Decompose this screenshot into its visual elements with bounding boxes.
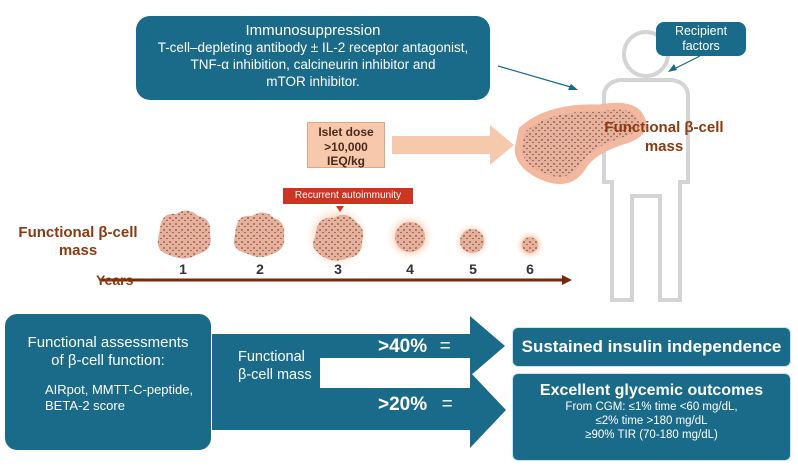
threshold-value: >40% <box>378 336 428 357</box>
outcome-arrow-upper <box>212 316 505 376</box>
functional-mass-right-label: Functional β-cell mass <box>594 118 734 156</box>
recipient-arrow <box>671 55 701 71</box>
islet-dose-arrow <box>392 125 514 165</box>
recipient-factors-line: Recipient <box>674 24 728 38</box>
year-label: 2 <box>256 261 264 277</box>
functional-mass-right-line: mass <box>644 138 684 155</box>
islet-dose-line: IEQ/kg <box>326 154 365 168</box>
human-silhouette-icon <box>602 30 690 302</box>
year-label: 6 <box>526 261 534 277</box>
years-label: Years <box>96 272 134 288</box>
immuno-arrow <box>497 65 575 89</box>
recipient-factors-line: factors <box>682 39 720 53</box>
threshold-equals: = <box>441 394 453 415</box>
islet-cluster-3-inflamed <box>303 203 371 271</box>
islet-cluster-1 <box>157 210 211 259</box>
islet-cluster-5 <box>453 222 491 260</box>
outcome-glycemic-box: Excellent glycemic outcomes From CGM: ≤1… <box>512 373 791 461</box>
assessments-heading: Functional assessments of β-cell functio… <box>5 334 211 370</box>
year-label: 3 <box>334 261 342 277</box>
immunosuppression-line: mTOR inhibitor. <box>266 74 360 89</box>
threshold-lower: >20% = <box>378 394 453 416</box>
islet-cluster-4 <box>385 212 435 262</box>
islet-dose-line: Islet dose <box>318 125 374 139</box>
threshold-value: >20% <box>378 394 428 415</box>
immunosuppression-line: T-cell–depleting antibody ± IL-2 recepto… <box>157 40 469 55</box>
year-label: 4 <box>406 261 414 277</box>
pancreas-icon <box>514 102 647 184</box>
functional-mass-mid-line: β-cell mass <box>238 367 312 383</box>
immunosuppression-box: Immunosuppression T-cell–depleting antib… <box>136 16 490 100</box>
immunosuppression-title: Immunosuppression <box>245 22 381 39</box>
functional-mass-mid-line: Functional <box>238 349 305 365</box>
functional-assessments-box: Functional assessments of β-cell functio… <box>5 314 211 450</box>
islet-dose-box: Islet dose >10,000 IEQ/kg <box>307 122 385 168</box>
threshold-equals: = <box>439 336 451 357</box>
islet-cluster-6 <box>515 230 545 260</box>
assessments-heading-line: of β-cell function: <box>51 352 165 369</box>
year-label: 1 <box>179 261 187 277</box>
outcome-glycemic-line: From CGM: ≤1% time <60 mg/dL, <box>565 401 738 413</box>
functional-mass-left-label: Functional β-cell mass <box>4 224 152 260</box>
threshold-upper: >40% = <box>378 336 451 358</box>
islet-dose-line: >10,000 <box>324 139 368 154</box>
immunosuppression-line: TNF-α inhibition, calcineurin inhibitor … <box>190 57 436 72</box>
functional-mass-left-line: mass <box>58 242 98 259</box>
outcome-arrow-lower <box>212 370 506 448</box>
outcome-glycemic-title: Excellent glycemic outcomes <box>539 382 764 399</box>
outcome-glycemic-line: ≤2% time >180 mg/dL <box>595 415 708 427</box>
islet-cluster-2 <box>233 212 285 257</box>
assessments-heading-line: Functional assessments <box>27 334 189 351</box>
functional-mass-right-line: Functional β-cell <box>604 119 724 136</box>
functional-mass-mid-label: Functional β-cell mass <box>238 348 312 384</box>
assessments-item: AIRpot, MMTT-C-peptide, <box>45 382 194 397</box>
functional-mass-left-line: Functional β-cell <box>18 224 138 241</box>
recipient-factors-box: Recipient factors <box>656 22 746 56</box>
outcome-insulin-independence: Sustained insulin independence <box>512 327 791 367</box>
assessments-item: BETA-2 score <box>45 398 125 413</box>
year-label: 5 <box>469 261 477 277</box>
outcome-glycemic-line: ≥90% TIR (70-180 mg/dL) <box>585 429 718 441</box>
recurrent-autoimmunity-label: Recurrent autoimmunity <box>283 188 413 204</box>
assessments-items: AIRpot, MMTT-C-peptide, BETA-2 score <box>45 382 211 414</box>
